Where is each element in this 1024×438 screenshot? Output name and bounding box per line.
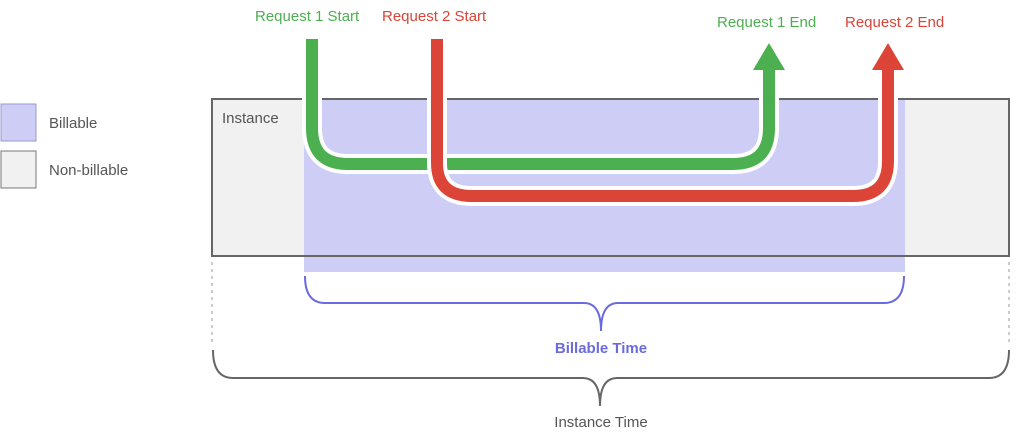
- request-1-end-label: Request 1 End: [717, 14, 816, 31]
- legend-billable-swatch: [0, 103, 37, 142]
- request-1-path: [306, 39, 775, 170]
- request-1-end-arrow: [753, 43, 785, 70]
- legend-non-billable-label: Non-billable: [49, 162, 128, 179]
- legend-billable-label: Billable: [49, 115, 97, 132]
- request-2-end-label: Request 2 End: [845, 14, 944, 31]
- request-2-path: [431, 39, 894, 202]
- billable-time-brace: [304, 275, 905, 332]
- billable-time-label: Billable Time: [555, 340, 647, 357]
- request-2-end-arrow: [872, 43, 904, 70]
- request-1-start-label: Request 1 Start: [255, 8, 360, 25]
- request-2-start-label: Request 2 Start: [382, 8, 487, 25]
- instance-box-border: [211, 98, 1010, 257]
- instance-label: Instance: [222, 110, 279, 127]
- instance-time-brace: [212, 349, 1010, 407]
- instance-time-label: Instance Time: [554, 414, 647, 431]
- billable-region: [304, 99, 905, 272]
- legend-non-billable-swatch: [0, 150, 37, 189]
